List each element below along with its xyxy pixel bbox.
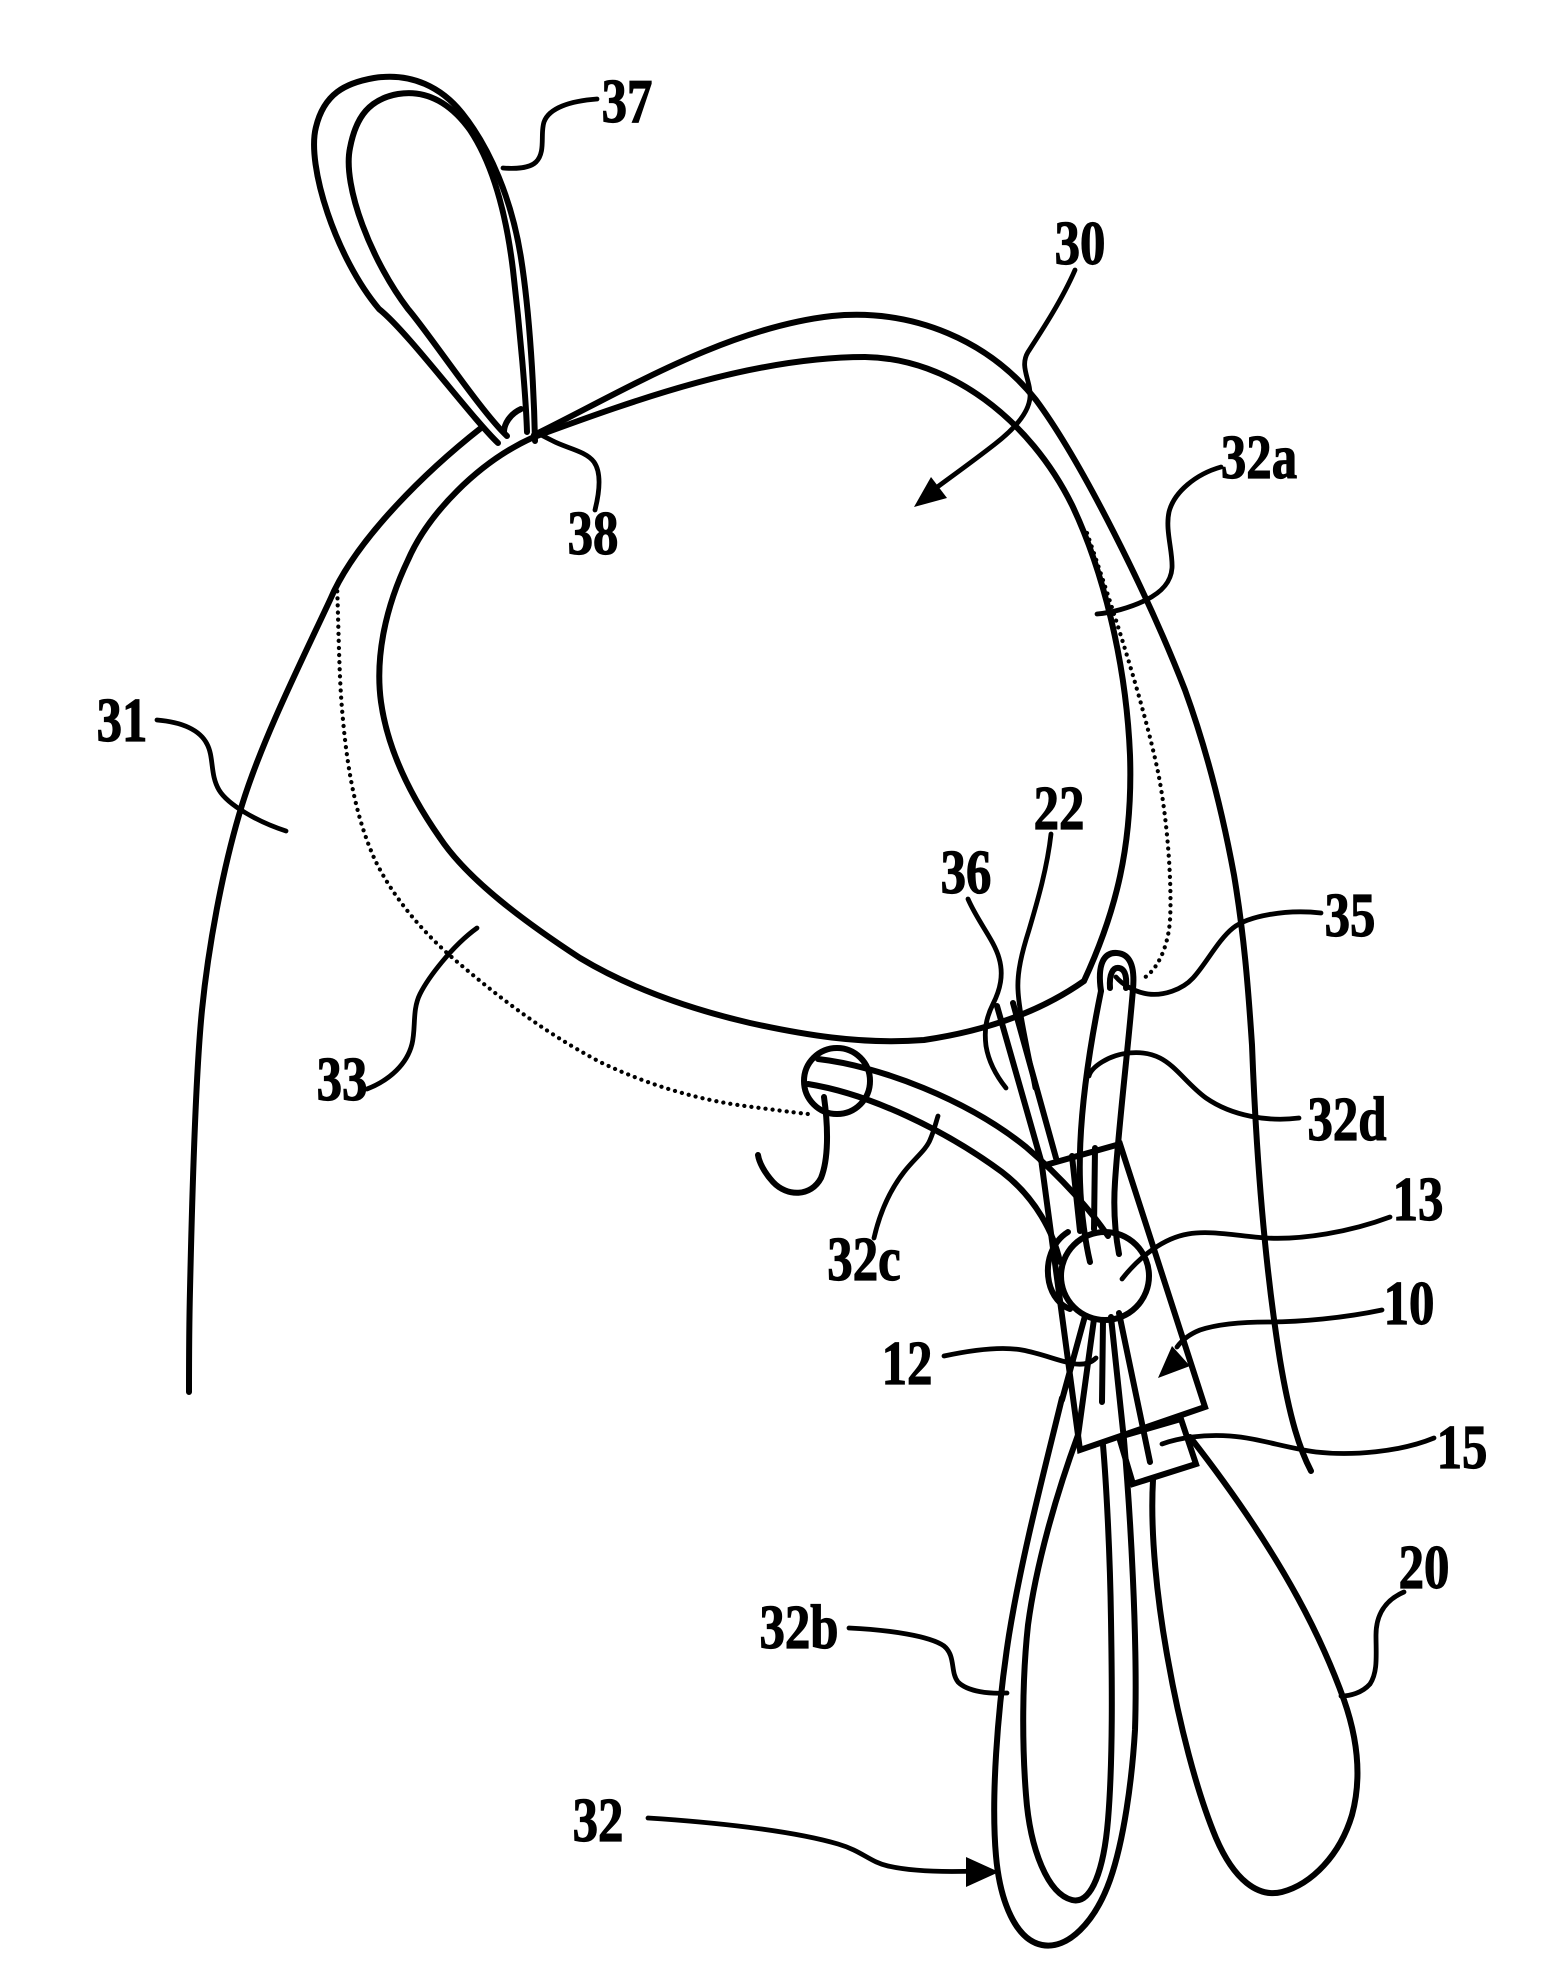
svg-text:32d: 32d <box>1307 1085 1386 1154</box>
svg-text:32: 32 <box>573 1786 624 1855</box>
svg-text:22: 22 <box>1034 774 1085 843</box>
svg-text:31: 31 <box>97 686 148 755</box>
svg-text:36: 36 <box>941 838 992 907</box>
svg-text:30: 30 <box>1055 209 1106 278</box>
svg-text:32c: 32c <box>827 1225 900 1294</box>
svg-text:32a: 32a <box>1221 423 1297 492</box>
svg-text:32b: 32b <box>759 1593 838 1662</box>
svg-text:10: 10 <box>1384 1269 1435 1338</box>
svg-text:38: 38 <box>568 499 619 568</box>
svg-text:12: 12 <box>882 1329 933 1398</box>
svg-text:15: 15 <box>1437 1413 1488 1482</box>
svg-text:20: 20 <box>1399 1533 1450 1602</box>
svg-text:35: 35 <box>1325 881 1376 950</box>
svg-text:37: 37 <box>602 67 653 136</box>
svg-text:13: 13 <box>1393 1165 1444 1234</box>
svg-text:33: 33 <box>317 1045 368 1114</box>
